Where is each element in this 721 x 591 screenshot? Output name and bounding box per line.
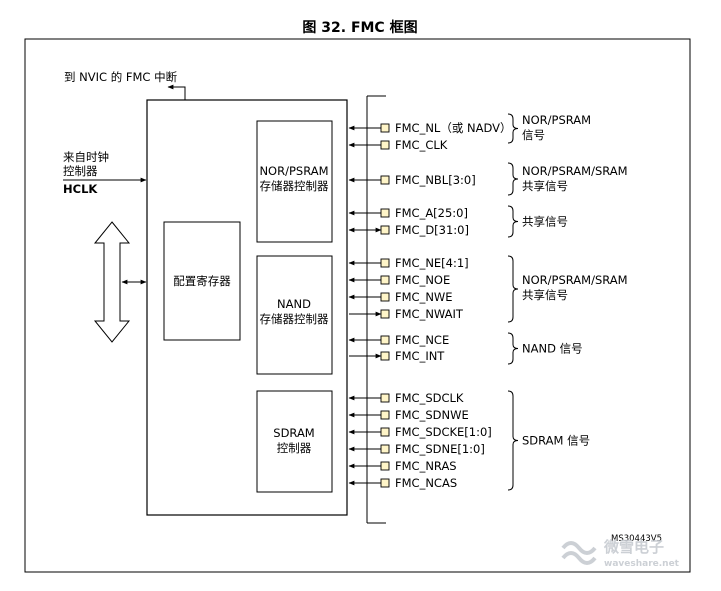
group-label: NAND 信号: [522, 342, 583, 356]
signal-label: FMC_NWAIT: [395, 307, 464, 321]
signal-label: FMC_NE[4:1]: [395, 256, 469, 270]
signal-row: FMC_SDCKE[1:0]: [348, 425, 492, 439]
signal-label: FMC_NWE: [395, 290, 453, 304]
signal-label: FMC_CLK: [395, 138, 448, 152]
signal-label: FMC_SDNE[1:0]: [395, 442, 485, 456]
pin-square: [380, 410, 390, 420]
signal-label: FMC_D[31:0]: [395, 223, 469, 237]
signal-row: FMC_NBL[3:0]: [348, 173, 476, 187]
group-label-line2: 共享信号: [522, 179, 568, 193]
pin-square: [380, 427, 390, 437]
nand-controller-box: [256, 255, 333, 375]
signal-group: 共享信号: [507, 205, 568, 238]
group-label: SDRAM 信号: [522, 434, 590, 448]
pin-square: [380, 393, 390, 403]
group-label-line1: NOR/PSRAM/SRAM: [522, 164, 628, 178]
signal-row: FMC_SDCLK: [348, 391, 464, 405]
config-register-label: 配置寄存器: [173, 274, 231, 288]
pin-square: [380, 275, 390, 285]
signal-label: FMC_SDCLK: [395, 391, 464, 405]
signal-groups: NOR/PSRAM信号NOR/PSRAM/SRAM共享信号共享信号NOR/PSR…: [507, 113, 628, 491]
nor-psram-controller-label-2: 存储器控制器: [260, 179, 329, 193]
pin-square: [380, 292, 390, 302]
pin-square: [380, 123, 390, 133]
pin-square: [380, 258, 390, 268]
signal-group: NAND 信号: [507, 332, 583, 365]
group-brace: [507, 332, 519, 365]
figure-title: 图 32. FMC 框图: [302, 19, 417, 36]
signal-row: FMC_NWE: [348, 290, 453, 304]
pin-square: [380, 351, 390, 361]
signal-row: FMC_SDNWE: [348, 408, 469, 422]
pin-square: [380, 335, 390, 345]
signal-label: FMC_NCE: [395, 333, 449, 347]
diagram-id: MS30443V5: [611, 534, 662, 544]
signal-row: FMC_INT: [349, 349, 445, 363]
group-label: 共享信号: [522, 215, 568, 229]
signal-row: FMC_A[25:0]: [348, 206, 468, 220]
nand-controller-label-1: NAND: [277, 297, 311, 311]
pin-square: [380, 208, 390, 218]
signal-row: FMC_SDNE[1:0]: [348, 442, 485, 456]
clock-source-label-2: 控制器: [63, 164, 98, 178]
pin-square: [380, 140, 390, 150]
watermark-brand: 微雪电子: [603, 538, 664, 556]
clock-source-label-1: 来自时钟: [63, 150, 109, 164]
pin-square: [380, 309, 390, 319]
signal-row: FMC_NWAIT: [349, 307, 464, 321]
signal-label: FMC_NL（或 NADV）: [395, 121, 511, 135]
signal-label: FMC_INT: [395, 349, 445, 363]
signal-row: FMC_NCE: [348, 333, 449, 347]
signal-label: FMC_SDNWE: [395, 408, 469, 422]
signal-row: FMC_NE[4:1]: [348, 256, 469, 270]
group-brace: [507, 205, 519, 238]
sdram-controller-box: [256, 390, 333, 493]
nand-controller-label-2: 存储器控制器: [260, 312, 329, 326]
sdram-controller-label-1: SDRAM: [273, 426, 314, 440]
nvic-interrupt-arrow: [167, 84, 186, 100]
nor-psram-controller-box: [256, 120, 333, 243]
outer-frame: [24, 38, 691, 573]
signal-label: FMC_SDCKE[1:0]: [395, 425, 492, 439]
ahb-bus-arrow: [93, 221, 131, 343]
pin-square: [380, 461, 390, 471]
signal-list: FMC_NL（或 NADV） FMC_CLK FMC_NBL[3:0] FMC_A[2…: [348, 121, 511, 490]
group-label-line1: NOR/PSRAM: [522, 113, 591, 127]
signal-row: FMC_NL（或 NADV）: [348, 121, 511, 135]
group-brace: [507, 162, 519, 196]
signal-row: FMC_NCAS: [348, 476, 457, 490]
pin-square: [380, 478, 390, 488]
signal-group: SDRAM 信号: [507, 390, 590, 491]
pin-square: [380, 175, 390, 185]
signal-label: FMC_NOE: [395, 273, 450, 287]
pin-square: [380, 444, 390, 454]
group-label-line2: 信号: [522, 128, 545, 142]
config-register-box: [163, 221, 241, 341]
pin-square: [380, 225, 390, 235]
signal-row: FMC_NRAS: [348, 459, 457, 473]
waveshare-watermark-logo: 微雪电子 waveshare.net: [561, 538, 680, 569]
group-brace: [507, 113, 519, 144]
nvic-interrupt-label: 到 NVIC 的 FMC 中断: [64, 70, 178, 84]
hclk-label: HCLK: [63, 182, 98, 196]
group-brace: [507, 255, 519, 323]
group-label-line2: 共享信号: [522, 288, 568, 302]
nor-psram-controller-label-1: NOR/PSRAM: [259, 164, 328, 178]
signal-row: FMC_CLK: [348, 138, 448, 152]
signal-row: FMC_D[31:0]: [348, 223, 469, 237]
watermark-url: waveshare.net: [604, 559, 680, 569]
signal-row: FMC_NOE: [348, 273, 450, 287]
signal-label: FMC_NBL[3:0]: [395, 173, 476, 187]
sdram-controller-label-2: 控制器: [277, 441, 312, 455]
group-label-line1: NOR/PSRAM/SRAM: [522, 273, 628, 287]
signal-label: FMC_A[25:0]: [395, 206, 468, 220]
signal-label: FMC_NRAS: [395, 459, 457, 473]
signal-label: FMC_NCAS: [395, 476, 457, 490]
group-brace: [507, 390, 519, 491]
